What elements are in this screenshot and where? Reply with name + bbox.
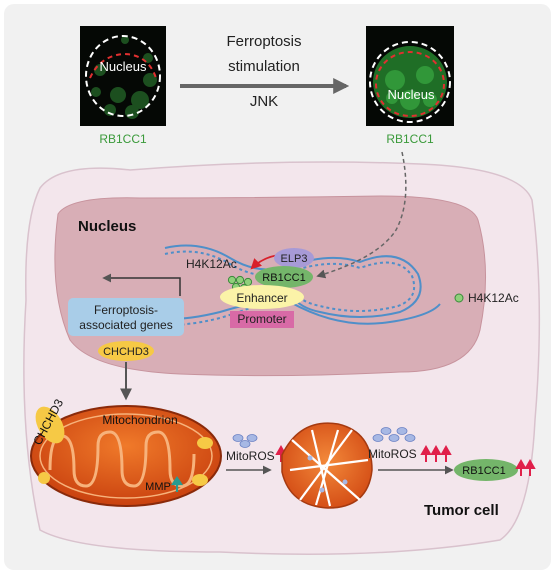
elp3-blob — [274, 248, 314, 268]
ros-dots-2 — [372, 427, 416, 442]
promoter-box — [230, 311, 294, 328]
mitochondrion-label: Mitochondrion — [102, 413, 177, 427]
damaged-mitochondrion — [281, 422, 373, 509]
rb1cc1-bottom-blob — [454, 459, 518, 481]
h4k12ac-label: H4K12Ac — [186, 257, 237, 271]
legend-dot — [454, 293, 464, 303]
rb1cc1-caption-before: RB1CC1 — [99, 132, 147, 146]
genes-label-line-2: associated genes — [79, 318, 172, 332]
ferroptosis-genes-box — [68, 298, 184, 336]
mitoros-label-1: MitoROS — [226, 449, 275, 463]
rb1cc1-blob — [255, 266, 313, 288]
arrow-label-line-2: stimulation — [228, 58, 300, 75]
mitoros-up-arrows-2 — [420, 444, 452, 462]
chchd3-blob — [98, 341, 154, 361]
micrograph-before: Nucleus — [80, 26, 166, 126]
transcription-arrow — [102, 273, 181, 296]
arrow-label-line-3: JNK — [250, 93, 278, 110]
rb1cc1-caption-after: RB1CC1 — [386, 132, 434, 146]
elp3-label: ELP3 — [281, 253, 308, 265]
legend-label: H4K12Ac — [468, 291, 519, 305]
tumor-cell-label: Tumor cell — [424, 502, 499, 519]
translocation-arrow — [316, 151, 407, 279]
nucleus-label-before: Nucleus — [100, 59, 147, 74]
enhancer-blob — [220, 285, 304, 309]
genes-label-line-1: Ferroptosis- — [94, 303, 158, 317]
arrow-label-line-1: Ferroptosis — [226, 33, 301, 50]
nucleus-label-after: Nucleus — [388, 87, 435, 102]
micrograph-after: Nucleus — [366, 26, 454, 126]
mitoros-label-2: MitoROS — [368, 447, 417, 461]
enhancer-label: Enhancer — [236, 291, 287, 305]
rb1cc1-label: RB1CC1 — [262, 272, 305, 284]
promoter-label: Promoter — [237, 312, 286, 326]
chchd3-label: CHCHD3 — [103, 346, 149, 358]
nucleus-title: Nucleus — [78, 218, 136, 235]
rb1cc1-up-arrows — [515, 458, 536, 476]
mmp-up-arrow — [170, 476, 184, 492]
mmp-label: MMP — [145, 481, 171, 493]
ros-dots-1 — [232, 434, 258, 448]
mitochondrion — [30, 405, 222, 507]
rb1cc1-bottom-label: RB1CC1 — [462, 465, 505, 477]
